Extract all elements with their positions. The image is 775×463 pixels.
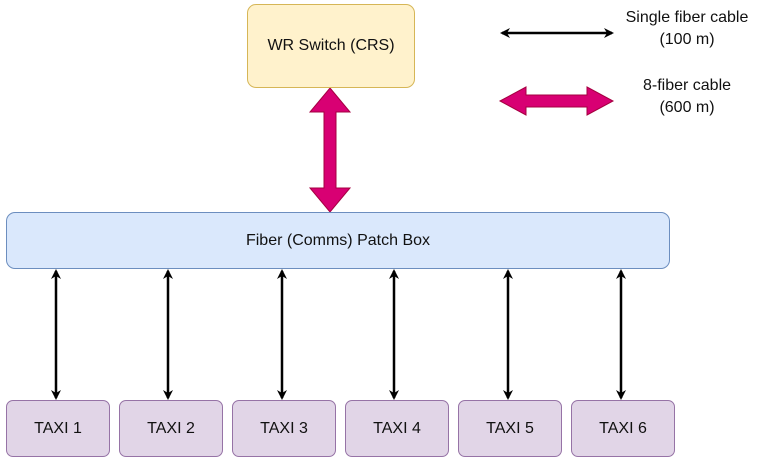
- legend-single-fiber: Single fiber cable (100 m): [612, 7, 762, 51]
- taxi-node-5: TAXI 5: [458, 400, 562, 457]
- taxi-node-1: TAXI 1: [6, 400, 110, 457]
- taxi-label: TAXI 6: [599, 419, 647, 437]
- legend-eight-fiber: 8-fiber cable (600 m): [612, 75, 762, 119]
- legend-eight-fiber-arrow: [498, 86, 615, 116]
- legend-single-fiber-title: Single fiber cable: [625, 9, 749, 26]
- taxi-label: TAXI 2: [147, 419, 195, 437]
- legend-eight-fiber-length: (600 m): [659, 99, 715, 116]
- legend-eight-fiber-title: 8-fiber cable: [642, 77, 732, 94]
- taxi-node-4: TAXI 4: [345, 400, 449, 457]
- taxi-label: TAXI 5: [486, 419, 534, 437]
- eight-fiber-link-switch-patch: [308, 87, 352, 213]
- taxi-node-2: TAXI 2: [119, 400, 223, 457]
- patch-box-node: Fiber (Comms) Patch Box: [6, 212, 670, 269]
- taxi-label: TAXI 1: [34, 419, 82, 437]
- taxi-node-6: TAXI 6: [571, 400, 675, 457]
- wr-switch-label: WR Switch (CRS): [267, 37, 395, 54]
- taxi-node-3: TAXI 3: [232, 400, 336, 457]
- wr-switch-node: WR Switch (CRS): [247, 4, 415, 88]
- patch-box-label: Fiber (Comms) Patch Box: [245, 231, 431, 249]
- taxi-label: TAXI 3: [260, 419, 308, 437]
- legend-single-fiber-length: (100 m): [659, 31, 715, 48]
- taxi-label: TAXI 4: [373, 419, 421, 437]
